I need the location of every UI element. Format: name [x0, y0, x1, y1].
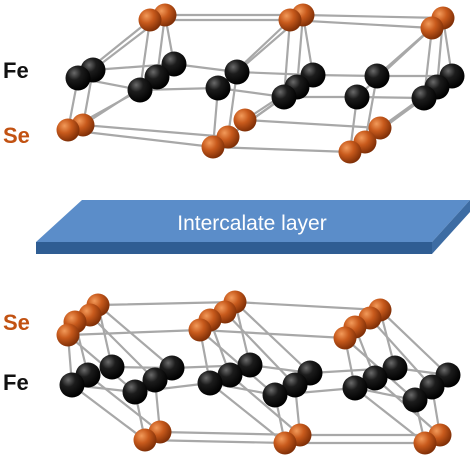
bottom-fe-atom	[419, 374, 445, 400]
bottom-bond	[368, 316, 434, 389]
intercalate-label: Intercalate layer	[177, 212, 326, 235]
top-layer-bonds	[66, 13, 454, 154]
intercalate-slab: Intercalate layer	[36, 200, 470, 254]
bottom-fe-atom	[122, 379, 148, 405]
fe-label-bottom: Fe	[3, 370, 29, 395]
fe-label-top: Fe	[3, 58, 29, 83]
top-fe-atom	[271, 84, 297, 110]
top-bond	[301, 13, 445, 20]
bottom-bond	[208, 381, 287, 445]
bottom-bond	[378, 308, 450, 377]
top-fe-atom	[205, 75, 231, 101]
bottom-fe-atom	[237, 352, 263, 378]
bottom-fe-atom	[197, 370, 223, 396]
top-bond	[243, 118, 382, 130]
se-label-bottom: Se	[3, 310, 30, 335]
top-fe-atom	[144, 64, 170, 90]
bottom-fe-atom	[142, 367, 168, 393]
bottom-bond	[96, 303, 174, 370]
top-se-atom	[233, 108, 257, 132]
top-layer-atoms	[56, 3, 465, 164]
bottom-fe-atom	[99, 354, 125, 380]
top-se-atom	[420, 16, 444, 40]
top-fe-atom	[364, 63, 390, 89]
top-se-atom	[368, 116, 392, 140]
bottom-fe-atom	[262, 382, 288, 408]
bottom-se-atom	[273, 431, 297, 455]
bottom-se-atom	[333, 326, 357, 350]
bottom-fe-atom	[342, 375, 368, 401]
bottom-se-atom	[133, 428, 157, 452]
bottom-bond	[70, 383, 147, 442]
top-se-atom	[278, 8, 302, 32]
bottom-se-atom	[56, 323, 80, 347]
bottom-bond	[223, 310, 297, 387]
bottom-fe-atom	[382, 355, 408, 381]
bottom-se-atom	[188, 318, 212, 342]
bottom-fe-atom	[402, 387, 428, 413]
bottom-bond	[233, 300, 312, 375]
bottom-fe-atom	[59, 372, 85, 398]
top-se-atom	[138, 8, 162, 32]
slab-front-face	[36, 242, 432, 254]
slab-top-face	[36, 200, 470, 242]
top-fe-atom	[411, 85, 437, 111]
bottom-bond	[96, 300, 237, 307]
top-se-atom	[201, 135, 225, 159]
bottom-bond	[233, 300, 382, 312]
bottom-bond	[158, 430, 302, 437]
top-se-atom	[56, 118, 80, 142]
bottom-bond	[228, 373, 302, 437]
bottom-layer-atoms	[56, 290, 461, 455]
top-se-atom	[338, 140, 362, 164]
se-label-top: Se	[3, 123, 30, 148]
bottom-bond	[198, 328, 277, 397]
bottom-fe-atom	[362, 365, 388, 391]
bottom-bond	[66, 328, 202, 337]
top-bond	[66, 128, 215, 149]
top-fe-atom	[65, 65, 91, 91]
bottom-bond	[353, 386, 427, 445]
top-fe-atom	[344, 84, 370, 110]
top-bond	[288, 18, 434, 30]
top-fe-atom	[161, 51, 187, 77]
top-fe-atom	[224, 59, 250, 85]
top-bond	[235, 70, 315, 77]
bottom-bond	[198, 328, 347, 340]
bottom-bond	[88, 313, 157, 382]
bottom-se-atom	[413, 431, 437, 455]
slab-right-face	[432, 200, 470, 254]
top-bond	[81, 123, 230, 139]
bottom-fe-atom	[217, 362, 243, 388]
top-bond	[211, 145, 352, 154]
bottom-bond	[143, 438, 287, 445]
bottom-fe-atom	[282, 372, 308, 398]
top-bond	[138, 86, 220, 92]
bottom-bond	[86, 373, 162, 434]
top-fe-atom	[127, 77, 153, 103]
bottom-bond	[133, 381, 212, 394]
